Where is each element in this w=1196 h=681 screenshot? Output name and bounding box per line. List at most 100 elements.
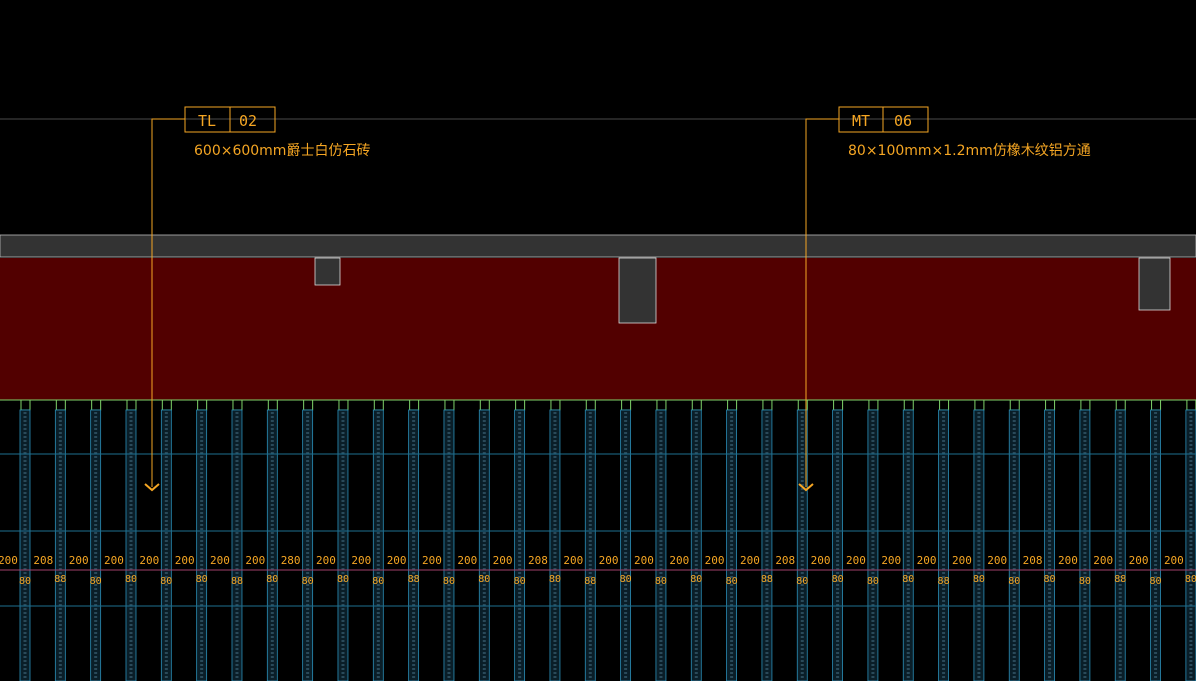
slat-cap [303, 399, 314, 411]
spacing-dimension-label: 200 [175, 554, 195, 567]
slat-dimension-label: 80 [302, 576, 314, 587]
slat-cap [974, 399, 985, 411]
slat-dimension-label: 80 [1185, 574, 1196, 585]
slat-cap [373, 399, 384, 411]
slat-cap [727, 399, 738, 411]
spacing-dimension-label: 280 [281, 554, 301, 567]
slat-dimension-label: 80 [726, 576, 738, 587]
spacing-dimension-label: 200 [104, 554, 124, 567]
callout-mt-06[interactable]: MT 06 80×100mm×1.2mm仿橡木纹铝方通 [798, 106, 1091, 492]
spacing-dimension-label: 200 [917, 554, 937, 567]
slat-cap [1045, 399, 1056, 411]
slat-dimension-label: 88 [938, 576, 950, 587]
spacing-dimension-label: 208 [775, 554, 795, 567]
callout-description: 80×100mm×1.2mm仿橡木纹铝方通 [848, 143, 1091, 159]
slat-cap [161, 399, 172, 411]
slat-dimension-label: 80 [796, 576, 808, 587]
grid-lines [0, 453, 1196, 607]
spacing-dimension-label: 200 [952, 554, 972, 567]
spacing-dimension-label: 200 [0, 554, 18, 567]
slat-cap [126, 399, 137, 411]
slat-cap [515, 399, 526, 411]
slat-dimension-label: 80 [443, 576, 455, 587]
spacing-dimension-label: 200 [422, 554, 442, 567]
slat-cap [444, 399, 455, 411]
callout-tl-02[interactable]: TL 02 600×600mm爵士白仿石砖 [144, 106, 370, 492]
slat-dimension-label: 88 [584, 576, 596, 587]
slat-dimension-label: 80 [90, 576, 102, 587]
spacing-dimension-label: 200 [1164, 554, 1184, 567]
slat-cap [1151, 399, 1162, 411]
slat-cap [232, 399, 243, 411]
slat-dimension-label: 80 [337, 574, 349, 585]
slat-dimension-label: 80 [372, 576, 384, 587]
slat-array [19, 399, 1196, 681]
slat-dimension-label: 80 [655, 576, 667, 587]
slat-dimension-label: 80 [973, 574, 985, 585]
slat-dimension-label: 80 [160, 576, 172, 587]
slat-dimension-label: 80 [549, 574, 561, 585]
spacing-dimension-label: 200 [846, 554, 866, 567]
slat-cap [55, 399, 66, 411]
spacing-dimension-label: 200 [634, 554, 654, 567]
slat-dimension-label: 80 [832, 574, 844, 585]
spacing-dimension-label: 200 [740, 554, 760, 567]
spacing-dimension-label: 200 [669, 554, 689, 567]
spacing-dimension-label: 200 [1093, 554, 1113, 567]
hanger-block [1138, 257, 1171, 311]
spacing-dimension-label: 200 [457, 554, 477, 567]
slat-cap [197, 399, 208, 411]
slat-cap [585, 399, 596, 411]
slat-dimension-label: 88 [54, 574, 66, 585]
slat-cap [338, 399, 349, 411]
slat-cap [20, 399, 31, 411]
slat-dimension-label: 80 [690, 574, 702, 585]
slat-dimension-label: 88 [761, 574, 773, 585]
spacing-dimension-label: 200 [705, 554, 725, 567]
callout-description: 600×600mm爵士白仿石砖 [194, 143, 370, 159]
hanger-block [618, 257, 657, 324]
slat-dimension-label: 88 [231, 576, 243, 587]
slat-dimension-label: 80 [478, 574, 490, 585]
spacing-dimension-label: 200 [881, 554, 901, 567]
slat-dimension-label: 80 [1008, 576, 1020, 587]
spacing-dimension-label: 200 [1058, 554, 1078, 567]
slat-dimension-label: 80 [266, 574, 278, 585]
slat-dimension-label: 80 [1079, 576, 1091, 587]
spacing-dimension-label: 208 [1023, 554, 1043, 567]
spacing-dimension-label: 200 [493, 554, 513, 567]
leader-arrow-icon [798, 483, 814, 492]
spacing-dimension-label: 200 [811, 554, 831, 567]
slat-dimension-label: 80 [125, 574, 137, 585]
spacing-dimension-label: 200 [210, 554, 230, 567]
leader-arrow-icon [144, 483, 160, 492]
slat-dimension-label: 80 [196, 574, 208, 585]
slat-dimension-label: 80 [1150, 576, 1162, 587]
slat-cap [691, 399, 702, 411]
slat-cap [656, 399, 667, 411]
spacing-dimension-label: 200 [316, 554, 336, 567]
spacing-dimension-label: 200 [69, 554, 89, 567]
slat-cap [939, 399, 950, 411]
leader-line [151, 118, 185, 487]
slat-cap [91, 399, 102, 411]
slat-cap [1186, 399, 1196, 411]
spacing-dimension-label: 200 [599, 554, 619, 567]
slat-dimension-label: 80 [1044, 574, 1056, 585]
slat-dimension-label: 80 [19, 576, 31, 587]
slat-cap [267, 399, 278, 411]
spacing-dimension-label: 200 [245, 554, 265, 567]
spacing-dimension-label: 200 [1129, 554, 1149, 567]
slat-cap [409, 399, 420, 411]
callout-code: MT [852, 112, 870, 130]
hanger-block [314, 257, 341, 286]
slat-dimension-label: 88 [408, 574, 420, 585]
spacing-dimension-label: 200 [987, 554, 1007, 567]
callout-code: TL [198, 112, 216, 130]
leader-line [805, 118, 839, 487]
callout-number: 06 [894, 112, 912, 130]
slat-dimension-label: 88 [1114, 574, 1126, 585]
slat-dimension-label: 80 [514, 576, 526, 587]
slat-cap [479, 399, 490, 411]
